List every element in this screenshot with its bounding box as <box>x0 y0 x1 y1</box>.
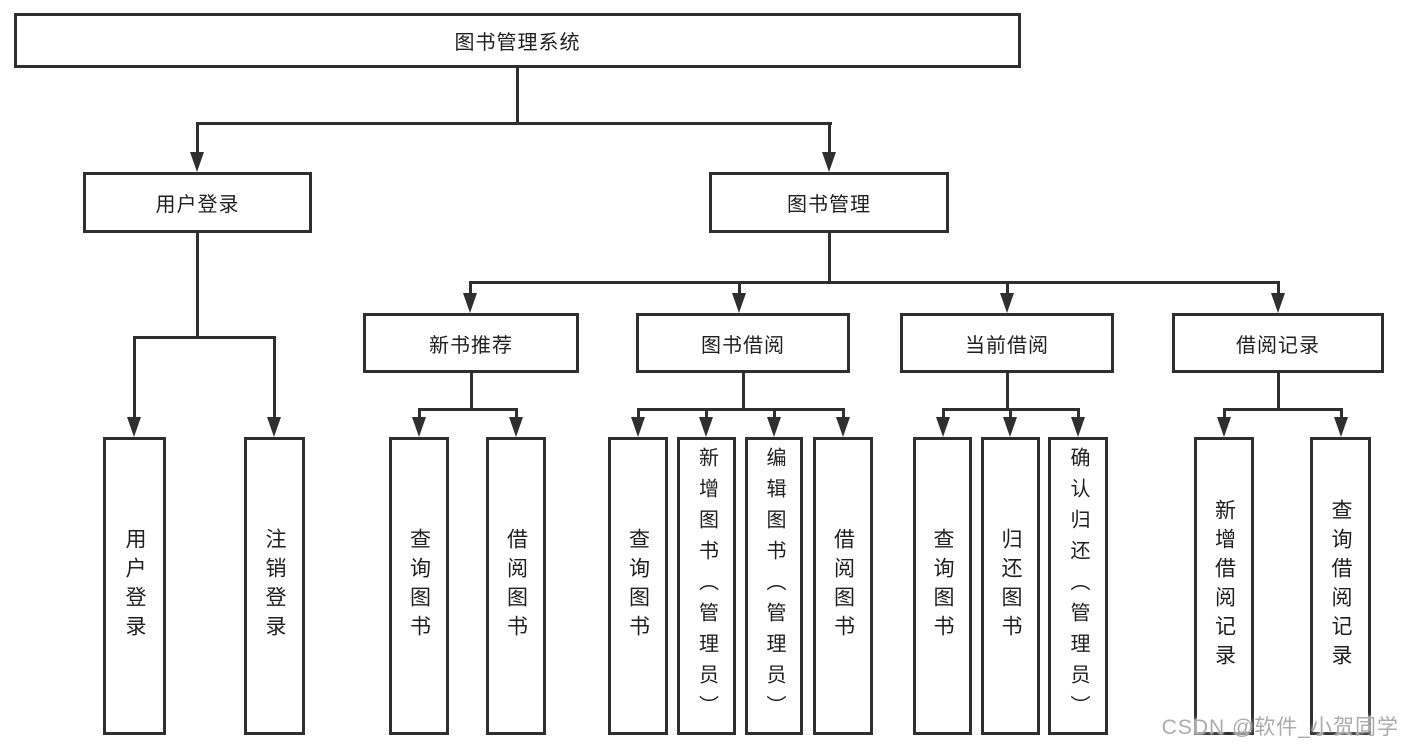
connector-current-return-stem <box>1009 408 1012 419</box>
node-leaf-query-borrow-record: 查询借阅记录 <box>1310 437 1371 735</box>
arrow-down-borrow-borrow <box>836 417 850 437</box>
connector-record-add-stem <box>1223 408 1226 419</box>
connector-rec-query-stem <box>418 408 421 419</box>
connector-borrow-add-stem <box>705 408 708 419</box>
connector-mgmt-stem <box>828 233 831 281</box>
node-borrow-records-label: 借阅记录 <box>1236 334 1320 357</box>
node-leaf-query-book-current: 查询图书 <box>913 437 972 735</box>
node-leaf-user-login: 用户登录 <box>103 437 166 735</box>
connector-rec-hline <box>418 408 518 411</box>
node-leaf-return-book-label: 归还图书 <box>999 528 1022 644</box>
connector-bookborrow-stem <box>738 281 741 295</box>
connector-borrow-query-stem <box>637 408 640 419</box>
node-leaf-query-book-rec-label: 查询图书 <box>407 528 431 644</box>
node-leaf-query-book-borrow: 查询图书 <box>608 437 668 735</box>
node-leaf-query-borrow-record-label: 查询借阅记录 <box>1329 499 1352 673</box>
node-user-login: 用户登录 <box>83 172 312 233</box>
arrow-down-bookborrow <box>732 293 746 313</box>
connector-borrow-hline <box>637 408 844 411</box>
node-borrow-records: 借阅记录 <box>1172 313 1384 373</box>
node-book-management-label: 图书管理 <box>787 194 871 216</box>
connector-current-query-stem <box>942 408 945 419</box>
node-current-borrow-label: 当前借阅 <box>965 334 1049 357</box>
node-leaf-borrow-book-rec-label: 借阅图书 <box>504 528 528 644</box>
connector-newbook-stem <box>469 281 472 295</box>
connector-borrowrecord-stem <box>1277 281 1280 295</box>
arrow-down-borrow-edit <box>767 417 781 437</box>
node-leaf-return-book: 归还图书 <box>981 437 1040 735</box>
node-current-borrow: 当前借阅 <box>900 313 1114 373</box>
node-leaf-add-book-admin: 新增图书（管理员） <box>677 437 736 735</box>
node-book-borrow: 图书借阅 <box>636 313 850 373</box>
node-leaf-logout: 注销登录 <box>244 437 305 735</box>
connector-borrow-stem <box>742 373 745 408</box>
node-new-book-recommend-label: 新书推荐 <box>429 334 513 357</box>
connector-leaf-login-stem <box>133 336 136 417</box>
arrow-down-leaf-login <box>127 417 141 437</box>
node-new-book-recommend: 新书推荐 <box>363 313 579 373</box>
arrow-down-newbook <box>463 293 477 313</box>
node-leaf-logout-label: 注销登录 <box>263 528 286 644</box>
node-leaf-edit-book-admin-label: 编辑图书（管理员） <box>763 446 785 726</box>
arrow-down-record-query <box>1334 417 1348 437</box>
arrow-down-borrowrecord <box>1271 293 1285 313</box>
node-leaf-add-borrow-record: 新增借阅记录 <box>1194 437 1254 735</box>
connector-record-query-stem <box>1340 408 1343 419</box>
node-leaf-add-book-admin-label: 新增图书（管理员） <box>695 446 718 726</box>
connector-rec-borrow-stem <box>515 408 518 419</box>
node-book-management: 图书管理 <box>709 172 949 233</box>
node-leaf-query-book-borrow-label: 查询图书 <box>626 528 650 644</box>
arrow-down-book-mgmt <box>822 152 836 172</box>
connector-login-hline <box>133 336 276 339</box>
connector-root-hline <box>196 122 832 125</box>
connector-borrow-edit-stem <box>773 408 776 419</box>
node-leaf-borrow-book-borrow: 借阅图书 <box>813 437 873 735</box>
connector-record-stem <box>1277 373 1280 408</box>
arrow-down-current-return <box>1003 417 1017 437</box>
node-leaf-borrow-book-rec: 借阅图书 <box>486 437 546 735</box>
connector-current-confirm-stem <box>1077 408 1080 419</box>
arrow-down-current-confirm <box>1071 417 1085 437</box>
connector-current-stem <box>1006 373 1009 408</box>
connector-leaf-logout-stem <box>273 336 276 417</box>
node-leaf-user-login-label: 用户登录 <box>123 528 146 644</box>
connector-currentborrow-stem <box>1006 281 1009 295</box>
connector-rec-stem <box>470 373 473 408</box>
connector-login-stem <box>196 233 199 336</box>
node-leaf-add-borrow-record-label: 新增借阅记录 <box>1212 499 1236 673</box>
arrow-down-borrow-add <box>699 417 713 437</box>
node-root-label: 图书管理系统 <box>454 32 581 54</box>
arrow-down-current-query <box>936 417 950 437</box>
arrow-down-rec-borrow <box>509 417 523 437</box>
node-root: 图书管理系统 <box>14 13 1021 68</box>
node-leaf-borrow-book-borrow-label: 借阅图书 <box>831 528 855 644</box>
connector-user-login-stem <box>196 122 199 152</box>
node-leaf-edit-book-admin: 编辑图书（管理员） <box>745 437 803 735</box>
arrow-down-record-add <box>1217 417 1231 437</box>
connector-book-mgmt-stem <box>828 122 831 152</box>
node-book-borrow-label: 图书借阅 <box>701 334 785 357</box>
node-leaf-confirm-return-admin-label: 确认归还（管理员） <box>1067 446 1089 726</box>
csdn-watermark: CSDN @软件_小贺同学 <box>1161 716 1399 739</box>
connector-borrow-borrow-stem <box>842 408 845 419</box>
arrow-down-leaf-logout <box>267 417 281 437</box>
node-leaf-query-book-current-label: 查询图书 <box>931 528 954 644</box>
connector-root-stem <box>516 68 519 122</box>
arrow-down-currentborrow <box>1000 293 1014 313</box>
node-leaf-confirm-return-admin: 确认归还（管理员） <box>1048 437 1108 735</box>
arrow-down-rec-query <box>412 417 426 437</box>
node-user-login-label: 用户登录 <box>155 194 240 216</box>
arrow-down-user-login <box>190 152 204 172</box>
connector-mgmt-hline <box>469 281 1280 284</box>
node-leaf-query-book-rec: 查询图书 <box>389 437 449 735</box>
connector-record-hline <box>1223 408 1342 411</box>
arrow-down-borrow-query <box>631 417 645 437</box>
